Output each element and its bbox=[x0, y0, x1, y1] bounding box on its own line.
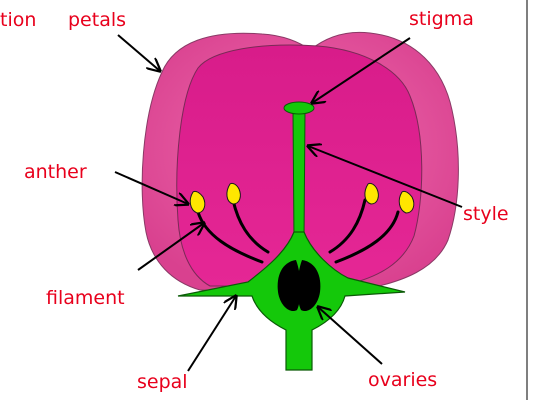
petals-arrow bbox=[118, 35, 160, 71]
style-stalk bbox=[293, 112, 305, 240]
sepal-label: sepal bbox=[137, 371, 188, 393]
stigma-tip bbox=[284, 102, 314, 114]
style-label: style bbox=[463, 203, 509, 225]
ovaries-label: ovaries bbox=[368, 369, 437, 391]
filament-label: filament bbox=[46, 287, 125, 309]
anther-label: anther bbox=[24, 161, 87, 183]
cropped-label: tion bbox=[0, 9, 36, 31]
petals-label: petals bbox=[68, 9, 126, 31]
ovaries-arrow bbox=[318, 307, 382, 364]
sepal-arrow bbox=[188, 296, 236, 371]
stigma-label: stigma bbox=[409, 8, 474, 30]
